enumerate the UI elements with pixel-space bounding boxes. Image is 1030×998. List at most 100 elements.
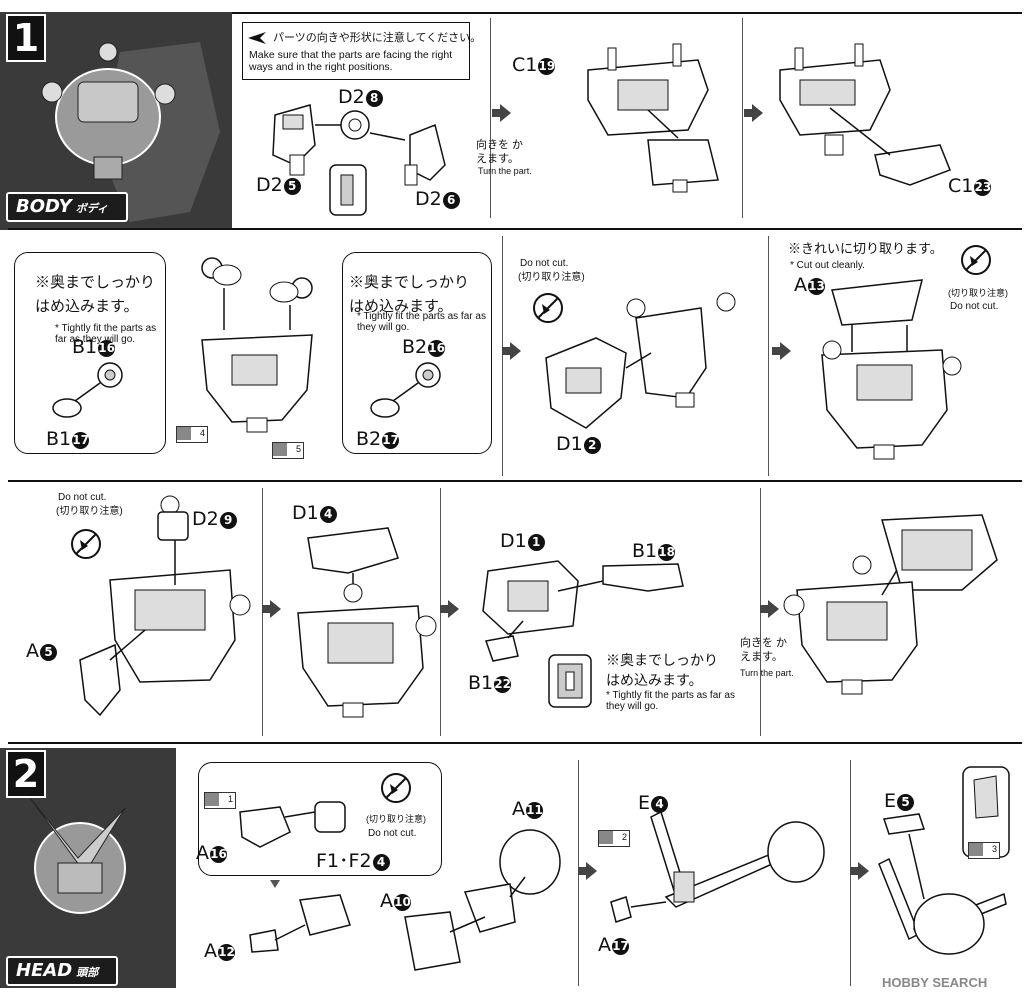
- step-arrow: [440, 600, 459, 618]
- part-label-a-16: A16: [196, 842, 227, 864]
- panel-divider: [502, 236, 503, 476]
- part-label-c1-23: C123: [948, 175, 992, 197]
- a13-assembly-illustration: [821, 279, 962, 460]
- step-number: 2: [6, 750, 46, 798]
- head-a10-a11-illustration: [404, 829, 561, 971]
- part-label-b2-16: B216: [402, 336, 446, 358]
- tight-fit-jp: ※奥までしっかり はめ込みます。: [349, 274, 470, 315]
- no-cut-icon: [961, 245, 991, 275]
- tight-fit-en: * Tightly fit the parts as far as they w…: [55, 323, 157, 345]
- step-arrow: [262, 600, 281, 618]
- row-rule: [8, 228, 1022, 230]
- section-subtitle: 頭部: [76, 966, 99, 979]
- part-label-b1-18: B118: [632, 540, 676, 562]
- do-not-cut-en: Do not cut.: [58, 492, 107, 503]
- warning-box: パーツの向きや形状に注意してください。 Make sure that the p…: [242, 22, 481, 80]
- body-core-illustration: [201, 257, 313, 433]
- fit-detail-icon: [548, 654, 592, 708]
- warning-text-en: Make sure that the parts are facing the …: [249, 49, 453, 73]
- tag-4: 4: [176, 426, 208, 443]
- section-title: BODY: [16, 196, 72, 217]
- panel-divider: [490, 18, 491, 218]
- part-label-b1-16: B116: [72, 336, 116, 358]
- tight-fit-jp: ※奥までしっかり はめ込みます。: [35, 274, 156, 315]
- step-arrow: [492, 104, 511, 122]
- d1-1-assembly-illustration: [482, 560, 684, 662]
- step-number: 1: [6, 14, 46, 62]
- tag-3: 3: [968, 842, 1000, 859]
- cut-clean-en: * Cut out cleanly.: [790, 260, 865, 271]
- c1-23-assembly-illustration: [779, 43, 951, 186]
- step1-parts-d2-illustration: [272, 104, 446, 216]
- step-arrow: [744, 104, 763, 122]
- do-not-cut-jp: (切り取り注意): [56, 506, 123, 517]
- step-arrow: [578, 862, 597, 880]
- tag-1: 1: [204, 792, 236, 809]
- watermark: HOBBY SEARCH: [882, 975, 988, 990]
- tag-5: 5: [272, 442, 304, 459]
- part-label-b2-17: B217: [356, 428, 400, 450]
- a16-part-illustration: [239, 801, 346, 848]
- section-subtitle: ボディ: [75, 202, 108, 215]
- part-label-a-11: A11: [512, 798, 543, 820]
- no-cut-icon: [71, 529, 101, 559]
- panel-divider: [742, 18, 743, 218]
- part-label-b1-22: B122: [468, 672, 512, 694]
- e4-antenna-illustration: [610, 810, 825, 923]
- row-rule: [8, 480, 1022, 482]
- part-label-a-13: A13: [794, 274, 825, 296]
- step-arrow: [772, 342, 791, 360]
- tight-fit-en: * Tightly fit the parts as far as they w…: [357, 311, 486, 333]
- step-arrow: [502, 342, 521, 360]
- turn-part-jp: 向きを かえます。: [476, 139, 524, 165]
- d1-torso-illustration: [545, 292, 736, 429]
- step-arrow: [850, 862, 869, 880]
- turn-part-jp: 向きを かえます。: [740, 637, 788, 663]
- d1-4-assembly-illustration: [297, 527, 437, 718]
- final-head-illustration: [878, 813, 1007, 955]
- c1-assembly-illustration: [587, 43, 719, 193]
- step2-top-rule: [8, 742, 1022, 744]
- a12-assembly-illustration: [249, 880, 351, 953]
- tight-fit-bubble-right: ※奥までしっかり はめ込みます。 * Tightly fit the parts…: [342, 252, 492, 454]
- cut-clean-jp: ※きれいに切り取ります。: [788, 241, 943, 256]
- do-not-cut-en: Do not cut.: [950, 301, 999, 312]
- tight-fit-en: * Tightly fit the parts as far as they w…: [606, 690, 735, 712]
- step-arrow: [760, 600, 779, 618]
- tight-fit-jp: ※奥までしっかり はめ込みます。: [606, 652, 718, 688]
- part-label-a-17: A17: [598, 934, 629, 956]
- b1-joint-illustration: [52, 362, 123, 418]
- part-label-c1-19: C119: [512, 54, 556, 76]
- part-label-b1-17: B117: [46, 428, 90, 450]
- turn-part-en: Turn the part.: [478, 166, 532, 176]
- d2-9-assembly-illustration: [79, 495, 251, 717]
- final-body-illustration: [783, 514, 998, 695]
- panel-divider: [768, 236, 769, 476]
- do-not-cut-jp: (切り取り注意): [948, 288, 1008, 298]
- step1-top-rule: [232, 12, 1022, 14]
- do-not-cut-en: Do not cut.: [520, 258, 569, 269]
- warning-text-jp: パーツの向きや形状に注意してください。: [273, 32, 482, 44]
- turn-part-en: Turn the part.: [740, 668, 794, 678]
- tag-2: 2: [598, 830, 630, 847]
- b2-joint-illustration: [370, 362, 441, 418]
- warning-arrow-icon: [248, 32, 266, 44]
- part-label-a-10: A10: [380, 890, 411, 912]
- no-cut-icon: [533, 293, 563, 323]
- section-title: HEAD: [16, 960, 73, 981]
- do-not-cut-jp: (切り取り注意): [518, 272, 585, 283]
